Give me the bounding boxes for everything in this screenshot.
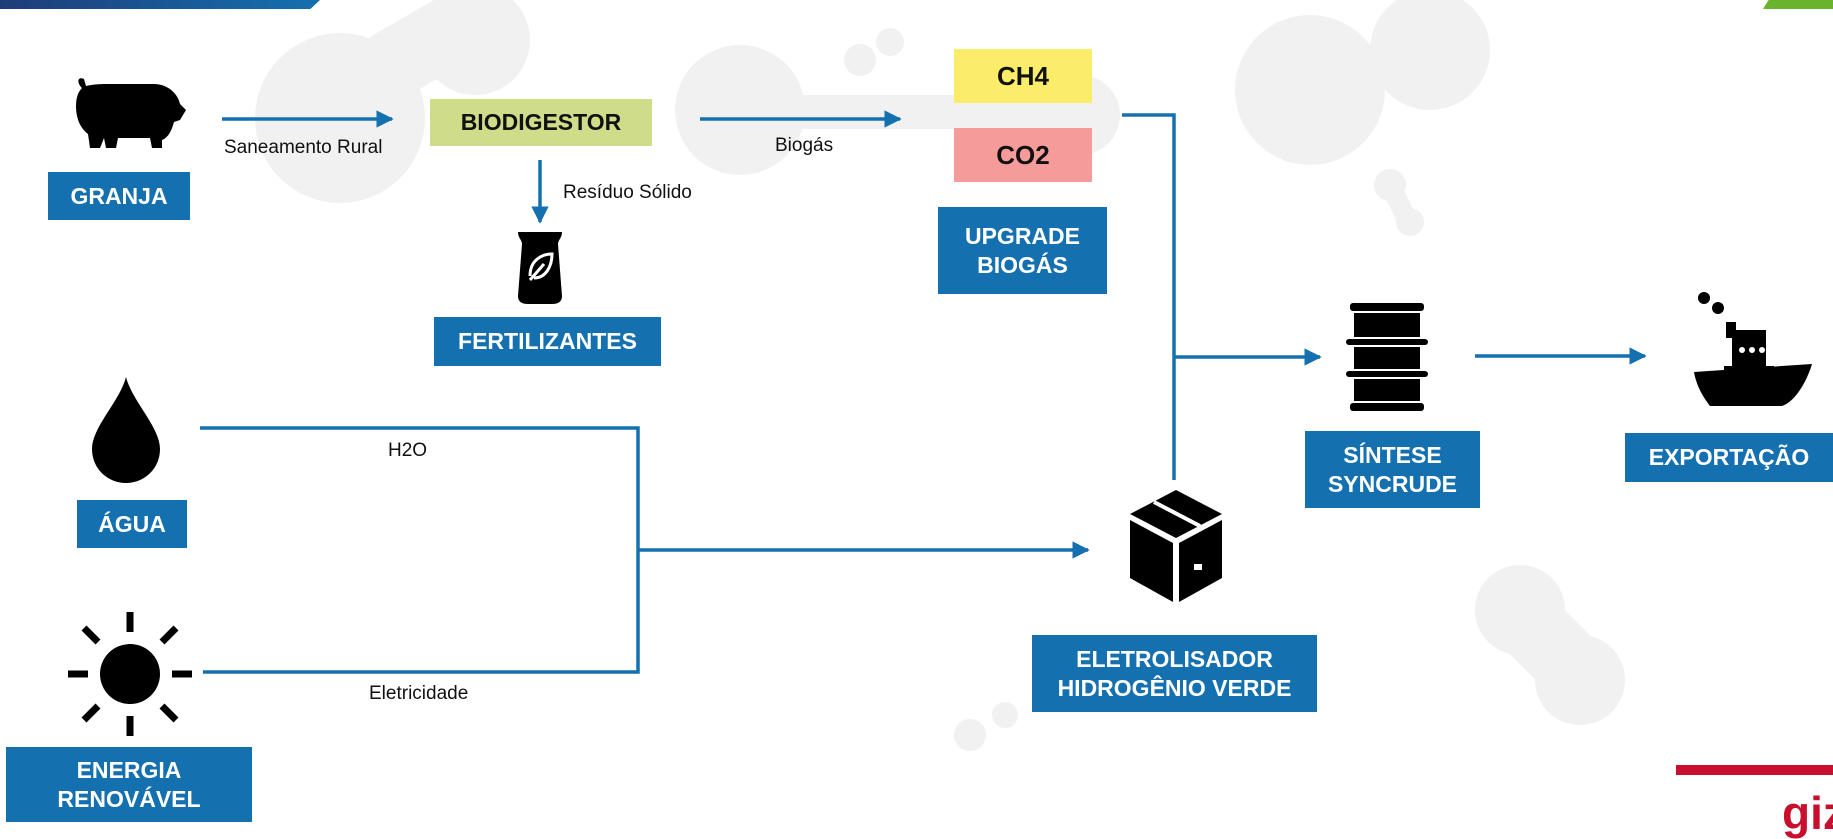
saneamento-rural-label: Saneamento Rural (224, 137, 383, 158)
ch4-box: CH4 (954, 49, 1092, 103)
fertilizer-bag-icon (512, 230, 568, 306)
water-drop-icon (90, 375, 162, 485)
logo-red-bar (1676, 765, 1833, 775)
energia-renovavel-box: ENERGIA RENOVÁVEL (6, 747, 252, 822)
eletricidade-label: Eletricidade (369, 683, 469, 704)
pig-icon (72, 76, 187, 151)
background-decoration (255, 0, 1625, 751)
top-right-accent-bar (1763, 0, 1833, 9)
exportacao-box: EXPORTAÇÃO (1625, 433, 1833, 482)
agua-box: ÁGUA (77, 500, 187, 548)
package-icon (1128, 490, 1224, 602)
barrel-icon (1346, 303, 1428, 411)
line-agua (200, 426, 640, 674)
line-upgrade-down (1122, 113, 1176, 480)
top-left-accent-bar (0, 0, 320, 9)
sintese-syncrude-box: SÍNTESE SYNCRUDE (1305, 431, 1480, 508)
granja-box: GRANJA (48, 172, 190, 220)
h2o-label: H2O (388, 440, 428, 461)
biodigestor-box: BIODIGESTOR (430, 99, 652, 146)
ship-icon (1694, 292, 1814, 406)
upgrade-biogas-box: UPGRADE BIOGÁS (938, 207, 1107, 294)
biogas-label: Biogás (775, 135, 834, 156)
fertilizantes-box: FERTILIZANTES (434, 317, 661, 366)
eletrolisador-box: ELETROLISADOR HIDROGÊNIO VERDE (1032, 635, 1317, 712)
co2-box: CO2 (954, 128, 1092, 182)
flow-arrows (200, 110, 1647, 674)
sun-icon (68, 612, 192, 736)
residuo-solido-label: Resíduo Sólido (563, 182, 692, 203)
giz-logo: giz (1782, 787, 1833, 839)
